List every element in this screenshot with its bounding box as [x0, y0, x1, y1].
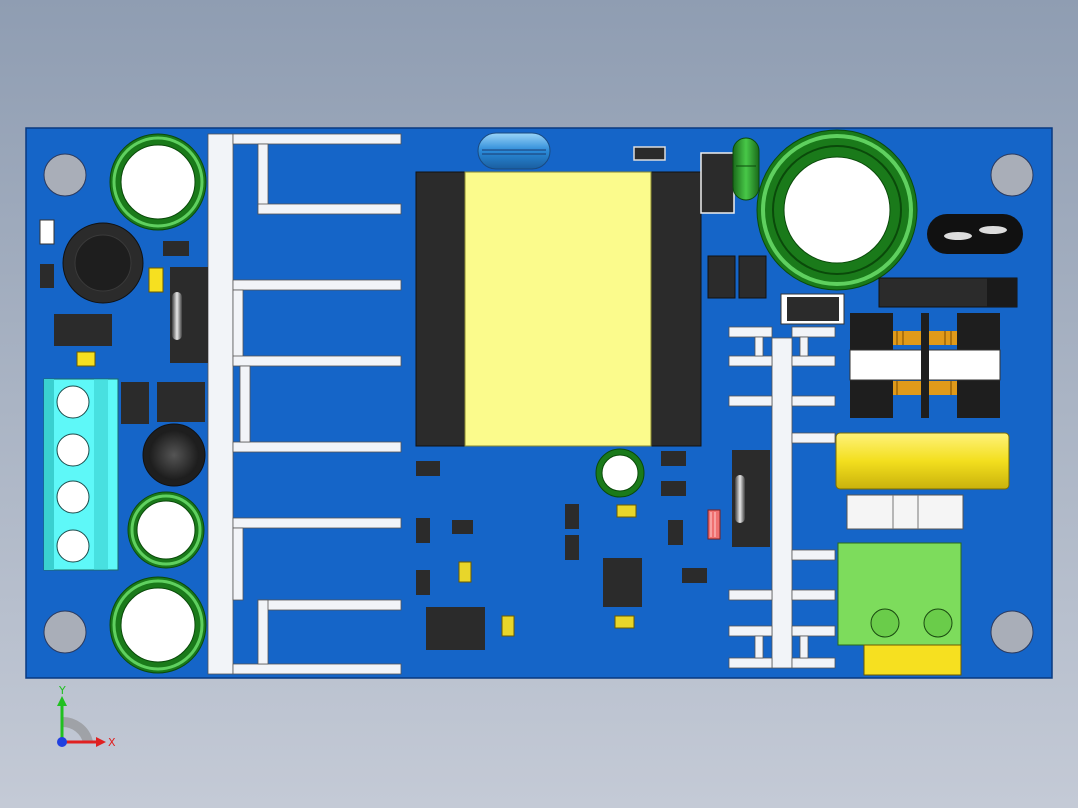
y-axis-arrowhead: [57, 696, 67, 706]
capacitor-green-small[interactable]: [732, 137, 760, 201]
mosfet-left[interactable]: [170, 267, 208, 363]
output-connector[interactable]: [837, 542, 962, 676]
y-capacitor-blue[interactable]: [477, 132, 551, 170]
smd-part-center-6[interactable]: [565, 535, 579, 560]
mosfet-right[interactable]: [732, 450, 770, 547]
smd-part-center-2[interactable]: [416, 518, 430, 543]
transformer[interactable]: [415, 171, 702, 447]
common-mode-choke[interactable]: [849, 313, 1001, 418]
smd-part-right-2[interactable]: [738, 255, 767, 299]
triad-arc: [61, 717, 93, 744]
smd-part-dark-1[interactable]: [40, 264, 54, 288]
smd-ic-dark-4[interactable]: [157, 382, 205, 422]
smd-part-dark-2[interactable]: [163, 241, 189, 256]
smd-part-center-1[interactable]: [416, 461, 440, 476]
terminal-block-input[interactable]: [43, 378, 119, 571]
z-axis-dot: [57, 737, 67, 747]
mounting-hole-bottom-right: [990, 610, 1034, 654]
fuse-black[interactable]: [927, 214, 1023, 254]
smd-ic-center[interactable]: [603, 558, 642, 607]
axis-triad: Y X: [57, 684, 116, 749]
toroid-inductor-1[interactable]: [109, 133, 207, 231]
smd-part-center-10[interactable]: [682, 568, 707, 583]
smd-part-center-9[interactable]: [668, 520, 683, 545]
smd-cap-yellow-5[interactable]: [614, 615, 635, 629]
x-axis-label: X: [108, 736, 116, 749]
smd-part-center-5[interactable]: [565, 504, 579, 529]
mounting-hole-top-left: [43, 153, 87, 197]
x-capacitor-yellow[interactable]: [835, 432, 1010, 490]
smd-part-center-4[interactable]: [416, 570, 430, 595]
power-inductor-round-1[interactable]: [62, 222, 144, 304]
x-axis-arrowhead: [96, 737, 106, 747]
toroid-inductor-2[interactable]: [127, 491, 205, 569]
mounting-hole-top-right: [990, 153, 1034, 197]
smd-part-center-8[interactable]: [661, 481, 686, 496]
diode-white-stripe[interactable]: [780, 293, 845, 325]
power-inductor-round-2[interactable]: [142, 423, 206, 487]
smd-part-white[interactable]: [39, 219, 55, 245]
toroid-inductor-small[interactable]: [595, 448, 645, 498]
smd-part-center-3[interactable]: [452, 520, 473, 534]
smd-resistor-top[interactable]: [633, 146, 666, 161]
toroid-inductor-3[interactable]: [109, 576, 207, 674]
heatsink-right[interactable]: [728, 326, 836, 669]
smd-cap-yellow-4[interactable]: [616, 504, 637, 518]
smd-part-center-7[interactable]: [661, 451, 686, 466]
smd-led-yellow-left[interactable]: [76, 351, 96, 367]
smd-cap-yellow-2[interactable]: [458, 561, 472, 583]
fuse-holder-white[interactable]: [846, 494, 964, 530]
mounting-hole-bottom-left: [43, 610, 87, 654]
y-axis-label: Y: [58, 684, 66, 697]
toroid-inductor-large[interactable]: [756, 129, 918, 291]
smd-part-right-1[interactable]: [707, 255, 736, 299]
smd-cap-yellow-1[interactable]: [148, 267, 164, 293]
diode-dark-top[interactable]: [700, 152, 735, 214]
smd-cap-yellow-3[interactable]: [501, 615, 515, 637]
heatsink-left[interactable]: [207, 133, 402, 675]
smd-ic-bottom[interactable]: [426, 607, 485, 650]
smd-ic-left[interactable]: [54, 314, 112, 346]
smd-resistor-pink[interactable]: [707, 509, 721, 540]
smd-ic-long[interactable]: [878, 277, 1018, 308]
smd-part-dark-3[interactable]: [121, 382, 149, 424]
